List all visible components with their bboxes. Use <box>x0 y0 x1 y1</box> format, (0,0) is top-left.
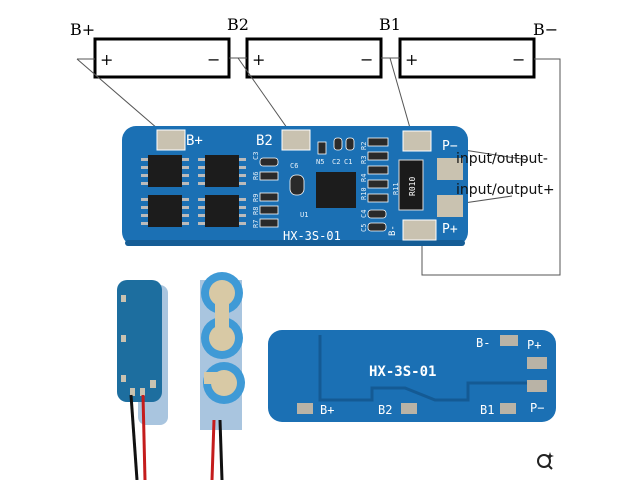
assembled-pack-photo <box>117 272 245 480</box>
passive-components <box>259 137 389 232</box>
back-silk-b-plus: B+ <box>320 403 334 417</box>
pad-b-minus <box>402 219 437 241</box>
silk-r2: R2 <box>360 142 368 150</box>
pad-back-b-plus <box>297 403 313 414</box>
silk-r3: R3 <box>360 156 368 164</box>
cell-3-plus: + <box>405 50 418 69</box>
cell-1-plus: + <box>100 50 113 69</box>
pad-back-b2 <box>401 403 417 414</box>
pad-b1 <box>402 130 432 152</box>
silk-r9: R9 <box>252 194 260 202</box>
silk-c6: C6 <box>290 162 298 170</box>
back-silk-b1: B1 <box>480 403 494 417</box>
shunt-resistor <box>398 159 424 211</box>
annotation-output-minus: input/output- <box>456 151 548 167</box>
back-silk-b2: B2 <box>378 403 392 417</box>
visual-search-icon[interactable] <box>534 451 556 473</box>
cell-3-minus: − <box>512 50 525 69</box>
cell-1-minus: − <box>207 50 220 69</box>
silk-r6: R6 <box>252 172 260 180</box>
protection-ic <box>316 172 356 208</box>
silk-r4: R4 <box>360 174 368 182</box>
wiring-lines <box>76 57 561 276</box>
annotation-output-plus: input/output+ <box>456 182 555 198</box>
terminal-b1-label: B1 <box>379 15 401 34</box>
silk-b-plus: B+ <box>186 133 203 149</box>
silk-r7: R7 <box>252 220 260 228</box>
pad-back-b-minus <box>500 335 518 346</box>
silk-p-minus: P− <box>442 139 458 154</box>
pad-back-b1 <box>500 403 516 414</box>
cell-2-plus: + <box>252 50 265 69</box>
pad-back-p-minus <box>527 380 547 392</box>
bottom-pcb-board: B- P+ HX-3S-01 B+ B2 B1 P− <box>268 330 556 422</box>
terminal-b-minus-label: B− <box>533 20 558 39</box>
terminal-b2-label: B2 <box>227 15 249 34</box>
silk-c1: C1 <box>344 158 352 166</box>
pad-back-p-plus <box>527 357 547 369</box>
back-silk-p-plus: P+ <box>527 338 541 352</box>
silk-n5: N5 <box>316 158 324 166</box>
silk-p-plus: P+ <box>442 222 458 237</box>
mosfet-chips <box>148 155 239 227</box>
top-pcb-board: B+ B2 P− P+ B- HX-3S-01 <box>122 126 468 246</box>
silk-b2: B2 <box>256 133 273 149</box>
terminal-b-plus-label: B+ <box>70 20 95 39</box>
board-model-label: HX-3S-01 <box>283 229 341 243</box>
silk-c2: C2 <box>332 158 340 166</box>
silk-r8: R8 <box>252 207 260 215</box>
silk-c4: C4 <box>360 210 368 218</box>
silk-r11: R11 <box>392 182 400 195</box>
silk-c5: C5 <box>360 224 368 232</box>
back-silk-b-minus: B- <box>476 336 490 350</box>
silk-b-minus: B- <box>388 225 398 236</box>
back-model-label: HX-3S-01 <box>369 364 436 380</box>
shunt-label: R010 <box>408 177 417 196</box>
silk-u1: U1 <box>300 211 308 219</box>
cell-series-diagram: B+ B2 B1 B− + − + − + − <box>70 15 561 276</box>
pad-b-plus <box>156 129 186 151</box>
back-silk-p-minus: P− <box>530 401 544 415</box>
cell-2-minus: − <box>360 50 373 69</box>
silk-r10: R10 <box>360 187 368 200</box>
pad-b2 <box>281 129 311 151</box>
silk-c3: C3 <box>252 152 260 160</box>
pad-output-plus <box>437 195 463 217</box>
pad-output-minus <box>437 158 463 180</box>
